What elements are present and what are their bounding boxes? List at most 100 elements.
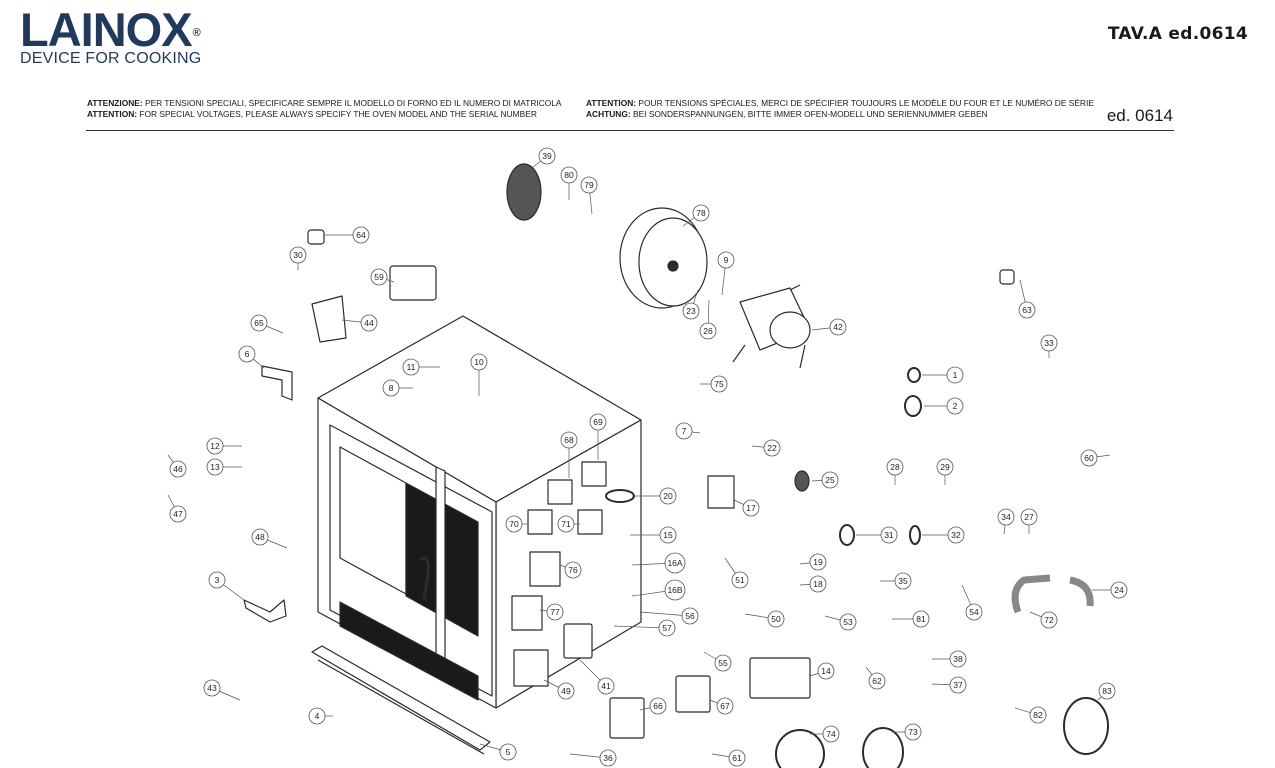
part-number-label: 34 [1001, 512, 1011, 522]
callout-circle [505, 515, 523, 533]
part-number-label: 38 [953, 654, 963, 664]
part-number-label: 44 [364, 318, 374, 328]
part-number-label: 2 [953, 401, 958, 411]
bracket-part-44 [311, 295, 347, 343]
bracket-part-6 [261, 365, 293, 401]
part-number-label: 78 [696, 208, 706, 218]
part-number-label: 14 [821, 666, 831, 676]
part-number-label: 19 [813, 557, 823, 567]
part-callout-71: 71 [557, 515, 580, 533]
part-callout-55: 55 [703, 651, 732, 672]
callout-circle [880, 526, 898, 544]
part-number-label: 26 [703, 326, 713, 336]
part-number-label: 5 [506, 747, 511, 757]
callout-circle [1040, 611, 1058, 629]
callout-circle [659, 526, 677, 544]
part-callout-79: 79 [580, 176, 598, 215]
part-callout-56: 56 [639, 607, 699, 625]
part-number-label: 3 [215, 575, 220, 585]
part-callout-66: 66 [639, 697, 667, 715]
part-callout-43: 43 [203, 679, 241, 701]
part-callout-15: 15 [630, 526, 677, 544]
callout-circle [710, 375, 728, 393]
callout-circle [1018, 301, 1036, 319]
callout-circle [742, 499, 760, 517]
callout-circle [1029, 706, 1047, 724]
part-callout-57: 57 [613, 619, 676, 637]
part-number-label: 7 [682, 426, 687, 436]
switch-part-49 [513, 649, 549, 687]
part-callout-46: 46 [167, 454, 187, 478]
part-callout-29: 29 [936, 458, 954, 485]
callout-circle [208, 571, 226, 589]
callout-circle [949, 676, 967, 694]
part-callout-49: 49 [543, 679, 575, 700]
part-callout-26: 26 [699, 299, 717, 340]
part-callout-22: 22 [751, 439, 781, 457]
callout-circle [912, 610, 930, 628]
part-number-label: 47 [173, 509, 183, 519]
part-number-label: 62 [872, 676, 882, 686]
callout-circle [1040, 334, 1058, 352]
callout-circle [936, 458, 954, 476]
part-callout-16a: 16A [631, 552, 686, 574]
oven-base-panel [339, 601, 479, 701]
part-callout-38: 38 [932, 650, 967, 668]
part-number-label: 16A [667, 558, 682, 568]
part-number-label: 36 [603, 753, 613, 763]
callout-circle [557, 515, 575, 533]
part-callout-81: 81 [892, 610, 930, 628]
callout-circle [564, 561, 582, 579]
part-number-label: 79 [584, 180, 594, 190]
part-number-label: 75 [714, 379, 724, 389]
callout-circle [664, 552, 686, 574]
part-number-label: 46 [173, 464, 183, 474]
part-number-label: 56 [685, 611, 695, 621]
part-number-label: 83 [1102, 686, 1112, 696]
callout-circle [947, 526, 965, 544]
motor-body [769, 311, 811, 349]
part-number-label: 65 [254, 318, 264, 328]
note-italian: ATTENZIONE: PER TENSIONI SPECIALI, SPECI… [87, 98, 562, 109]
part-callout-75: 75 [700, 375, 728, 393]
box-part-59 [389, 265, 437, 301]
part-number-label: 18 [813, 579, 823, 589]
part-number-label: 29 [940, 462, 950, 472]
base-rail-edge [317, 659, 485, 755]
part-number-label: 16B [667, 585, 682, 595]
part-number-label: 70 [509, 519, 519, 529]
callout-circle [817, 662, 835, 680]
part-number-label: 22 [767, 443, 777, 453]
callout-circle [538, 147, 556, 165]
part-callout-51: 51 [724, 557, 749, 589]
callout-circle [251, 528, 269, 546]
part-callout-9: 9 [717, 251, 735, 296]
part-number-label: 30 [293, 250, 303, 260]
part-number-label: 11 [407, 362, 416, 372]
part-callout-16b: 16B [631, 579, 686, 601]
part-number-label: 54 [969, 607, 979, 617]
part-number-label: 64 [356, 230, 366, 240]
part-number-label: 4 [315, 711, 320, 721]
callout-circle [675, 422, 693, 440]
part-number-label: 17 [746, 503, 756, 513]
callout-circle [946, 366, 964, 384]
part-number-label: 37 [953, 680, 963, 690]
note-text: FOR SPECIAL VOLTAGES, PLEASE ALWAYS SPEC… [137, 109, 537, 119]
part-number-label: 8 [389, 383, 394, 393]
part-callout-83: 83 [1097, 682, 1116, 701]
part-number-label: 1 [953, 370, 958, 380]
motor-arm [799, 344, 806, 369]
callout-circle [839, 613, 857, 631]
part-callout-19: 19 [799, 553, 827, 571]
part-callout-72: 72 [1029, 611, 1058, 629]
callout-circle [714, 654, 732, 672]
part-number-label: 41 [601, 681, 611, 691]
part-callout-61: 61 [711, 749, 746, 767]
part-callout-30: 30 [289, 246, 307, 270]
part-callout-70: 70 [505, 515, 528, 533]
part-callout-74: 74 [810, 725, 840, 743]
note-label: ACHTUNG: [586, 109, 631, 119]
part-number-label: 13 [210, 462, 220, 472]
